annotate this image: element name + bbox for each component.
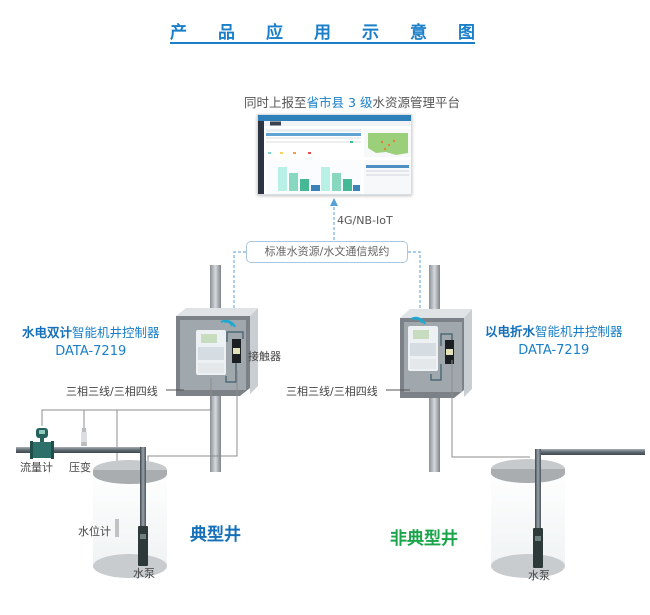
pressure-label: 压变 bbox=[69, 461, 91, 474]
protocol-label: 标准水资源/水文通信规约 bbox=[246, 241, 408, 263]
dash-legend bbox=[308, 152, 311, 154]
dash-list-header bbox=[366, 165, 409, 168]
left-controller-title-bold: 水电双计 bbox=[22, 325, 73, 340]
dashboard-image bbox=[258, 115, 411, 194]
dash-bar bbox=[353, 185, 360, 191]
pressure-sensor-icon bbox=[81, 428, 87, 446]
left-link-line bbox=[233, 251, 246, 318]
left-power-label: 三相三线/三相四线 bbox=[66, 385, 158, 398]
left-controller-label: 水电双计智能机井控制器 DATA-7219 bbox=[22, 322, 160, 359]
left-controller-title-rest: 智能机井控制器 bbox=[72, 325, 160, 340]
dash-bar bbox=[289, 173, 298, 191]
dash-map-point bbox=[380, 140, 384, 144]
right-pump-wire bbox=[451, 360, 530, 458]
right-controller-box bbox=[400, 309, 472, 398]
left-pump-icon bbox=[138, 526, 148, 566]
dash-map-point bbox=[383, 147, 387, 151]
dash-list-row bbox=[366, 174, 409, 176]
dash-bar bbox=[332, 173, 341, 191]
title-char: 用 bbox=[314, 22, 331, 43]
right-riser-pipe bbox=[535, 449, 541, 531]
title-char: 示 bbox=[362, 22, 379, 43]
page-title: 产 品 应 用 示 意 图 bbox=[170, 18, 475, 44]
left-controller-model: DATA-7219 bbox=[55, 344, 127, 359]
left-outlet-pipe bbox=[16, 447, 146, 453]
right-controller-title-rest: 智能机井控制器 bbox=[535, 324, 623, 339]
dash-header bbox=[258, 115, 411, 121]
dash-legend bbox=[268, 152, 271, 154]
title-char: 品 bbox=[218, 22, 235, 43]
left-controller-title: 水电双计智能机井控制器 bbox=[22, 322, 160, 341]
report-highlight: 省市县 3 级 bbox=[306, 95, 373, 110]
dashboard-screenshot bbox=[257, 114, 412, 195]
dash-map-point bbox=[392, 139, 396, 143]
dash-status bbox=[350, 141, 353, 143]
dash-bar bbox=[300, 179, 309, 191]
dash-bar bbox=[343, 179, 352, 191]
dash-tab bbox=[270, 121, 281, 126]
flowmeter-wire bbox=[41, 378, 212, 426]
dash-map bbox=[368, 133, 408, 155]
dash-map-point bbox=[387, 143, 391, 147]
water-level-sensor-icon bbox=[115, 519, 119, 537]
right-controller-title-bold: 以电折水 bbox=[485, 324, 536, 339]
right-controller-model: DATA-7219 bbox=[518, 343, 590, 358]
dash-bar bbox=[311, 185, 320, 191]
dash-table-row bbox=[266, 137, 361, 139]
water-level-label: 水位计 bbox=[78, 525, 111, 538]
atypical-well-label: 非典型井 bbox=[390, 529, 458, 549]
contactor-label: 接触器 bbox=[248, 350, 281, 363]
dash-bar bbox=[278, 167, 287, 191]
dash-table-title bbox=[266, 129, 361, 132]
flowmeter-icon bbox=[30, 428, 54, 459]
flowmeter-label: 流量计 bbox=[20, 461, 53, 474]
left-riser-pipe bbox=[140, 447, 146, 529]
title-char: 产 bbox=[170, 22, 187, 43]
dash-table-header bbox=[266, 133, 361, 136]
dash-table-row bbox=[266, 141, 361, 143]
title-char: 图 bbox=[458, 22, 475, 43]
dash-list-row bbox=[366, 170, 409, 172]
right-well bbox=[491, 459, 565, 578]
dash-legend bbox=[280, 152, 283, 154]
dash-tabbar bbox=[264, 121, 411, 126]
network-label: 4G/NB-IoT bbox=[337, 214, 393, 227]
right-pump-icon bbox=[533, 528, 543, 568]
title-char: 意 bbox=[410, 22, 427, 43]
dash-sidebar bbox=[258, 121, 264, 194]
right-outlet-pipe bbox=[535, 449, 645, 455]
title-char: 应 bbox=[266, 22, 283, 43]
right-pump-label: 水泵 bbox=[528, 569, 550, 582]
dash-legend bbox=[293, 152, 296, 154]
right-controller-title: 以电折水智能机井控制器 bbox=[485, 321, 623, 340]
report-prefix: 同时上报至 bbox=[244, 95, 307, 110]
report-suffix: 水资源管理平台 bbox=[372, 95, 460, 110]
right-controller-label: 以电折水智能机井控制器 DATA-7219 bbox=[485, 321, 623, 358]
platform-report-text: 同时上报至省市县 3 级水资源管理平台 bbox=[222, 92, 482, 111]
right-link-line bbox=[408, 251, 421, 312]
dash-bar bbox=[321, 167, 330, 191]
left-pump-label: 水泵 bbox=[133, 567, 155, 580]
arrow-up-icon bbox=[330, 198, 338, 206]
right-power-label: 三相三线/三相四线 bbox=[286, 385, 378, 398]
left-well bbox=[93, 460, 167, 578]
left-controller-box bbox=[176, 308, 258, 396]
typical-well-label: 典型井 bbox=[190, 525, 241, 545]
